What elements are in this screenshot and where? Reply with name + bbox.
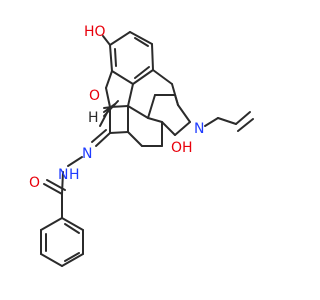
atom-label-o-ring: O bbox=[89, 88, 100, 104]
atom-label-n-amide: N bbox=[58, 167, 68, 183]
molecule-structure: HO O H OH N N N H O bbox=[29, 24, 254, 267]
atom-label-oh-mid: OH bbox=[171, 140, 193, 156]
atom-label-h-stereo: H bbox=[88, 110, 99, 126]
atom-label-ho-top: HO bbox=[84, 24, 106, 40]
atom-label-n-hydrazone: N bbox=[82, 146, 92, 162]
atom-label-h-amide: H bbox=[69, 167, 80, 183]
stereo-hash-bond bbox=[103, 100, 119, 117]
atom-label-o-carbonyl: O bbox=[29, 175, 40, 191]
atom-label-n-ring: N bbox=[194, 121, 204, 137]
bond-skeleton bbox=[40, 31, 254, 267]
